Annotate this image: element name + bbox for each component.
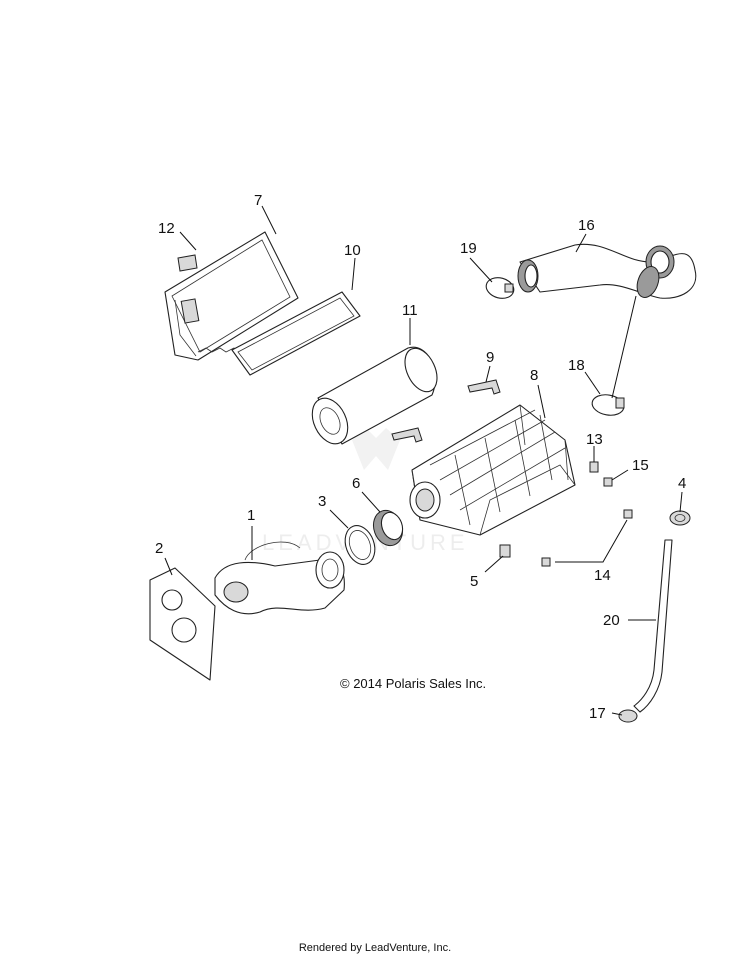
part-5-fitting: [499, 544, 511, 558]
callout-4: 4: [678, 475, 686, 492]
callout-13: 13: [586, 431, 603, 448]
part-6-coupler: [372, 509, 404, 547]
part-19-clamp: [485, 277, 515, 299]
callouts: 1 2 3 4 5 6 7 8 9 10 11 12 13 14 15 16 1…: [155, 192, 686, 722]
callout-1: 1: [247, 507, 255, 524]
part-20-hose: [633, 539, 673, 713]
leader-lines: [164, 205, 683, 716]
part-3-clamp: [344, 525, 376, 565]
footer-credit: Rendered by LeadVenture, Inc.: [298, 942, 452, 954]
part-18-clamp: [591, 394, 625, 416]
callout-16: 16: [578, 217, 595, 234]
callout-8: 8: [530, 367, 538, 384]
part-17-clamp: [618, 709, 638, 723]
part-14-screws: [541, 509, 633, 567]
part-2-plate: [149, 567, 216, 681]
callout-17: 17: [589, 705, 606, 722]
part-12-label-plate: [177, 254, 198, 272]
callout-10: 10: [344, 242, 361, 259]
callout-19: 19: [460, 240, 477, 257]
part-4-clamp: [669, 510, 691, 526]
part-10-seal: [231, 291, 361, 376]
callout-12: 12: [158, 220, 175, 237]
callout-11: 11: [402, 302, 418, 319]
callout-18: 18: [568, 357, 585, 374]
callout-15: 15: [632, 457, 649, 474]
part-11-filter: [311, 346, 438, 445]
part-1-intake-duct: [214, 541, 345, 615]
part-15-screw: [603, 477, 613, 487]
part-16-intake-tube: [517, 243, 697, 299]
part-9-clips: [391, 379, 501, 443]
callout-2: 2: [155, 540, 163, 557]
callout-14: 14: [594, 567, 611, 584]
part-13-fastener: [589, 461, 599, 473]
copyright-notice: © 2014 Polaris Sales Inc.: [340, 676, 487, 691]
part-8-airbox: [409, 404, 576, 536]
callout-20: 20: [603, 612, 620, 629]
callout-3: 3: [318, 493, 326, 510]
callout-7: 7: [254, 192, 262, 209]
callout-9: 9: [486, 349, 494, 366]
callout-6: 6: [352, 475, 360, 492]
callout-5: 5: [470, 573, 478, 590]
